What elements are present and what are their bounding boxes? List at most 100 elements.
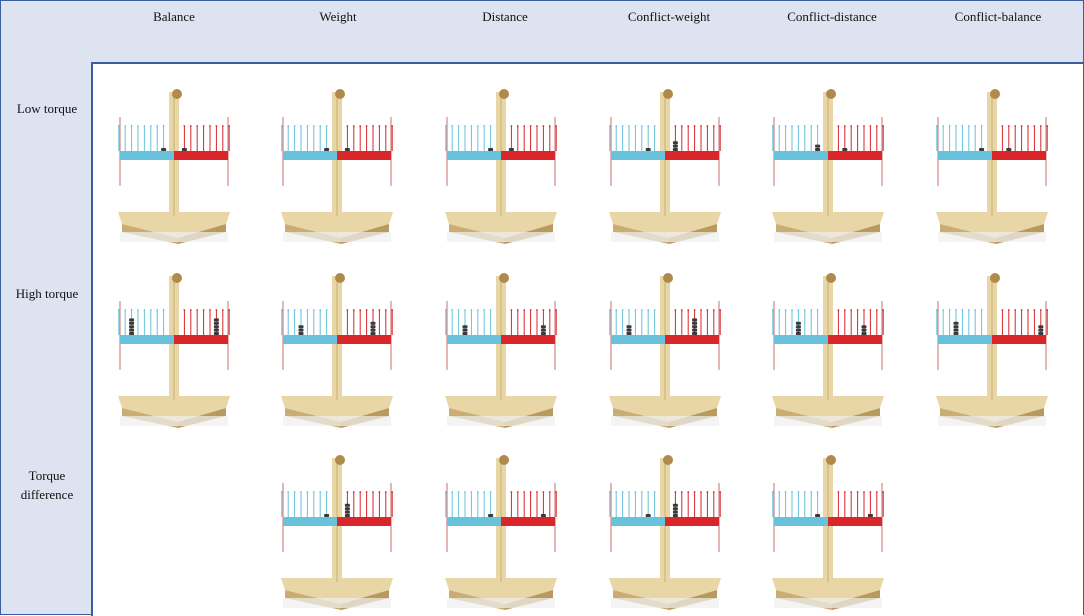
- left-peg-tip: [628, 491, 630, 493]
- right-weight: [672, 141, 678, 145]
- left-peg-tip: [280, 309, 283, 311]
- right-weight: [213, 328, 219, 332]
- left-peg-tip: [476, 491, 479, 493]
- left-weight: [298, 328, 304, 332]
- left-weight: [161, 148, 167, 151]
- right-peg-tip: [706, 309, 709, 311]
- base-shadow: [283, 598, 391, 608]
- balance-scale-image: [114, 86, 234, 246]
- left-peg-tip: [489, 309, 492, 311]
- left-arm: [447, 517, 501, 526]
- left-peg-tip: [137, 125, 139, 127]
- balance-scale-image: [441, 452, 561, 612]
- left-weight: [626, 328, 632, 332]
- left-peg-tip: [457, 125, 460, 127]
- balance-scale-svg: [280, 273, 394, 428]
- left-peg-tip: [628, 309, 630, 311]
- base-shadow: [120, 232, 228, 242]
- right-peg-tip: [516, 125, 519, 127]
- right-weight: [692, 321, 698, 325]
- right-weight: [370, 325, 376, 329]
- balance-scale-image: [768, 270, 888, 430]
- left-weight: [298, 325, 304, 329]
- left-peg-tip: [489, 125, 492, 127]
- left-arm: [120, 151, 174, 160]
- balance-scale-image: [441, 270, 561, 430]
- right-weight: [672, 148, 678, 151]
- row-label-low-torque: Low torque: [16, 101, 78, 116]
- right-peg-tip: [202, 309, 205, 311]
- left-peg-tip: [980, 125, 983, 127]
- right-weight: [540, 328, 546, 332]
- right-peg-tip: [209, 309, 211, 311]
- right-peg-tip: [674, 491, 677, 493]
- right-peg-tip: [1046, 309, 1049, 311]
- left-weight: [979, 148, 985, 151]
- left-arm: [283, 517, 337, 526]
- right-weight: [213, 321, 219, 325]
- left-arm: [774, 517, 828, 526]
- left-peg-tip: [778, 491, 781, 493]
- top-knob: [663, 273, 673, 283]
- right-peg-tip: [693, 125, 696, 127]
- left-peg-tip: [784, 309, 787, 311]
- right-peg-tip: [1046, 125, 1049, 127]
- right-arm: [501, 517, 555, 526]
- left-peg-tip: [464, 491, 466, 493]
- right-peg-tip: [555, 309, 558, 311]
- right-peg-tip: [542, 125, 545, 127]
- right-peg-tip: [391, 125, 394, 127]
- left-peg-tip: [810, 491, 813, 493]
- top-knob: [826, 455, 836, 465]
- left-peg-tip: [287, 125, 290, 127]
- right-peg-tip: [548, 125, 551, 127]
- right-weight: [672, 507, 678, 511]
- right-peg-tip: [856, 125, 859, 127]
- left-arm: [611, 335, 665, 344]
- right-peg-tip: [856, 491, 859, 493]
- right-peg-tip: [346, 491, 349, 493]
- left-weight: [953, 328, 959, 332]
- right-peg-tip: [548, 309, 551, 311]
- left-weight: [626, 332, 632, 335]
- top-knob: [990, 273, 1000, 283]
- balance-scale-image: [605, 270, 725, 430]
- right-weight: [1038, 328, 1044, 332]
- base-shadow: [611, 598, 719, 608]
- right-peg-tip: [346, 309, 349, 311]
- right-peg-tip: [384, 309, 387, 311]
- balance-scale-svg: [608, 273, 722, 428]
- right-peg-tip: [1027, 309, 1029, 311]
- left-peg-tip: [816, 125, 819, 127]
- left-peg-tip: [162, 125, 165, 127]
- right-weight: [213, 332, 219, 335]
- right-peg-tip: [837, 309, 840, 311]
- right-arm: [501, 151, 555, 160]
- base-shadow: [611, 232, 719, 242]
- left-peg-tip: [634, 309, 637, 311]
- right-weight: [540, 332, 546, 335]
- left-peg-tip: [451, 491, 454, 493]
- base-top: [936, 396, 1048, 422]
- left-peg-tip: [810, 309, 813, 311]
- right-peg-tip: [863, 309, 865, 311]
- left-peg-tip: [803, 491, 806, 493]
- right-arm: [501, 335, 555, 344]
- right-peg-tip: [674, 125, 677, 127]
- left-peg-tip: [935, 309, 938, 311]
- right-peg-tip: [875, 309, 878, 311]
- left-arm: [283, 151, 337, 160]
- left-peg-tip: [325, 125, 328, 127]
- right-peg-tip: [228, 125, 231, 127]
- right-peg-tip: [510, 309, 513, 311]
- left-peg-tip: [640, 309, 643, 311]
- right-peg-tip: [674, 309, 677, 311]
- left-peg-tip: [470, 125, 473, 127]
- left-peg-tip: [293, 491, 296, 493]
- right-peg-tip: [529, 491, 532, 493]
- left-peg-tip: [117, 125, 120, 127]
- right-weight: [1006, 148, 1012, 151]
- balance-scale-svg: [771, 273, 885, 428]
- base-top: [772, 212, 884, 238]
- right-weight: [672, 503, 678, 507]
